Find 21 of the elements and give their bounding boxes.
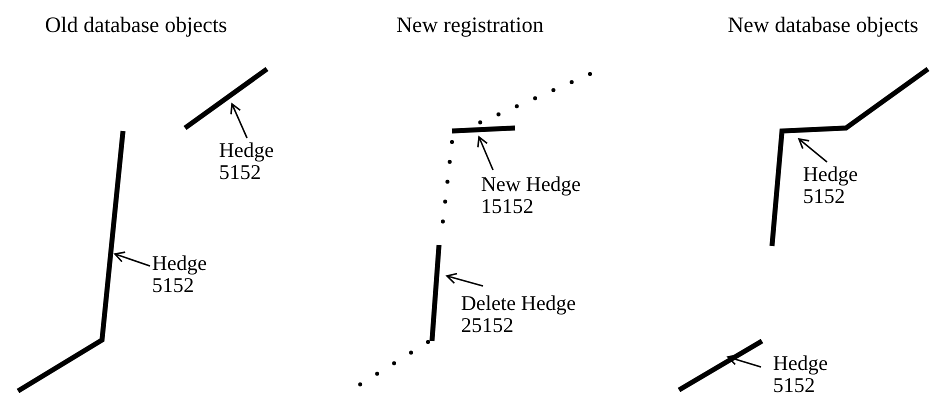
hedge-line [430, 244, 442, 342]
hedge-label: Delete Hedge 25152 [461, 292, 596, 336]
panel-heading: New database objects [728, 12, 918, 38]
leader-arrow [798, 138, 828, 163]
hedge-line [184, 66, 268, 130]
leader-arrow [477, 136, 494, 170]
hedge-line [16, 130, 126, 394]
leader-arrow [230, 103, 248, 138]
hedge-label: Hedge 5152 [803, 163, 873, 208]
leader-arrow [727, 354, 762, 368]
hedge-label: Hedge 5152 [219, 139, 289, 184]
hedge-label: Hedge 5152 [773, 352, 843, 396]
hedge-line [678, 338, 764, 392]
hedge-line [770, 66, 930, 246]
leader-arrow [114, 251, 150, 267]
hedge-label: Hedge 5152 [152, 252, 222, 296]
hedge-line [452, 126, 516, 134]
leader-arrow [446, 272, 484, 287]
panel-heading: New registration [396, 12, 544, 38]
hedge-label: New Hedge 15152 [481, 173, 596, 218]
panel-heading: Old database objects [44, 12, 228, 38]
